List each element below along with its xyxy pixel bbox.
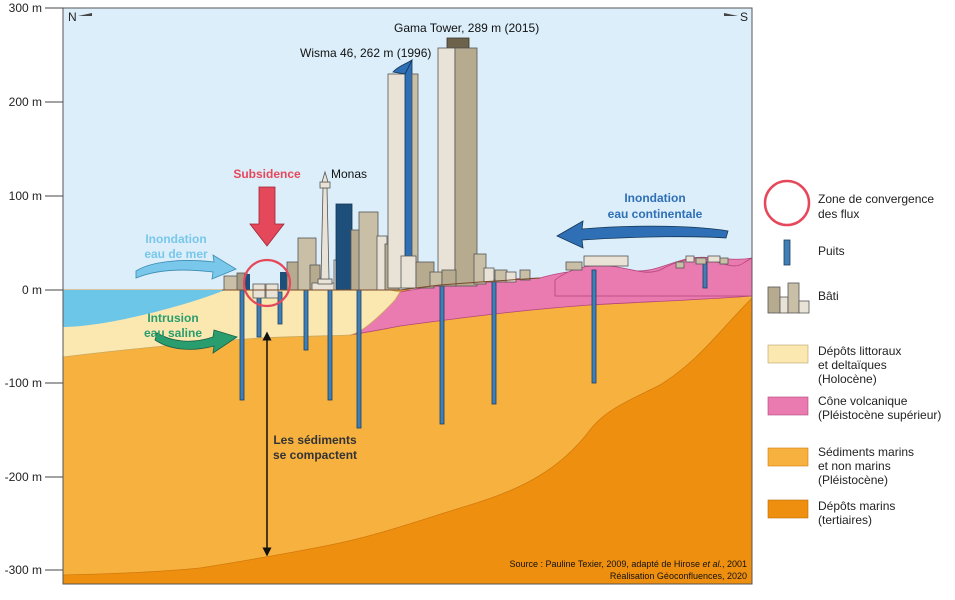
- continental-flood-label-line2: eau continentale: [608, 207, 703, 221]
- building: [244, 274, 250, 290]
- cross-section: N S Gama Tower, 289 m (2015) Wisma 46, 2…: [63, 8, 752, 584]
- well: [239, 289, 245, 401]
- building: [675, 261, 685, 269]
- legend-pleistocene-swatch: [767, 447, 809, 467]
- building: [358, 211, 379, 291]
- subsidence-arrow: [249, 186, 285, 247]
- saline-intrusion-arrow: [154, 329, 238, 354]
- legend-well-swatch: [783, 239, 791, 266]
- tick-label: -300 m: [5, 563, 42, 577]
- legend-pleistocene-line2: et non marins: [818, 459, 891, 473]
- source-note: Source : Pauline Texier, 2009, adapté de…: [509, 559, 747, 569]
- building: [483, 267, 495, 283]
- legend-convergence-line1: Zone de convergence: [818, 192, 934, 206]
- building: [719, 257, 729, 265]
- buildings: [223, 37, 729, 299]
- wisma-46-label: Wisma 46, 262 m (1996): [300, 46, 431, 60]
- well: [439, 283, 445, 425]
- legend-littoral-line3: (Holocène): [818, 372, 877, 386]
- legend-well-label: Puits: [818, 244, 845, 258]
- building: [280, 272, 287, 290]
- building: [400, 255, 417, 289]
- building: [583, 255, 629, 267]
- well: [327, 289, 333, 401]
- building: [685, 255, 695, 263]
- monas-monument: [311, 170, 339, 291]
- well: [303, 289, 309, 351]
- legend-volcanic-line2: (Pléistocène supérieur): [818, 408, 941, 422]
- monas-label: Monas: [331, 167, 367, 181]
- legend-littoral-swatch: [767, 344, 809, 364]
- tick-label: 0 m: [22, 283, 42, 297]
- legend-pleistocene-line3: (Pléistocène): [818, 473, 888, 487]
- building: [441, 269, 457, 287]
- south-arrow-icon: [724, 13, 738, 19]
- ground-line: [222, 277, 541, 291]
- subsidence-label: Subsidence: [233, 167, 301, 181]
- frame: [62, 7, 753, 585]
- continental-flood-label-line1: Inondation: [624, 191, 685, 205]
- layer-pleistocene: [63, 289, 752, 576]
- well: [491, 279, 497, 405]
- saline-intrusion-label-line2: eau saline: [144, 326, 202, 340]
- legend-tertiary-swatch: [767, 499, 809, 519]
- legend: Zone de convergence des flux Puits Bâti …: [763, 179, 941, 527]
- sea-flood-arrow: [135, 254, 237, 280]
- building: [707, 255, 721, 263]
- well: [702, 261, 708, 289]
- well: [256, 294, 262, 338]
- north-label: N: [68, 10, 77, 24]
- legend-volcanic-swatch: [767, 396, 809, 416]
- sea-flood-label-line1: Inondation: [145, 232, 206, 246]
- building: [335, 203, 353, 291]
- building: [429, 271, 443, 287]
- sea-flood-label-line2: eau de mer: [144, 247, 208, 261]
- building: [252, 283, 266, 299]
- sea: [63, 290, 225, 327]
- building: [519, 269, 531, 281]
- convergence-zone-circle: [242, 258, 292, 308]
- tick-label: 100 m: [9, 189, 42, 203]
- building: [505, 271, 517, 283]
- well: [591, 269, 597, 384]
- saline-intrusion-label-line1: Intrusion: [147, 311, 198, 325]
- compaction-label-line2: se compactent: [273, 448, 357, 462]
- gama-tower-label: Gama Tower, 289 m (2015): [394, 21, 539, 35]
- tick-label: 300 m: [9, 1, 42, 15]
- credit-note: Réalisation Géoconfluences, 2020: [610, 571, 747, 581]
- building: [565, 261, 583, 271]
- wisma-46-tower: [387, 58, 419, 289]
- legend-tertiary-line1: Dépôts marins: [818, 499, 895, 513]
- legend-built-swatch: [767, 282, 810, 314]
- legend-convergence-swatch: [763, 179, 811, 227]
- continental-flood-arrow: [556, 220, 729, 249]
- y-axis: 300 m 200 m 100 m 0 m -100 m -200 m -300…: [5, 1, 63, 577]
- building: [695, 257, 707, 265]
- well: [356, 287, 362, 429]
- gama-tower: [437, 37, 478, 287]
- legend-built-label: Bâti: [818, 289, 839, 303]
- tick-label: -200 m: [5, 470, 42, 484]
- legend-volcanic-line1: Cône volcanique: [818, 394, 908, 408]
- legend-pleistocene-line1: Sédiments marins: [818, 445, 914, 459]
- north-arrow-icon: [78, 13, 92, 19]
- tick-label: 200 m: [9, 95, 42, 109]
- tick-label: -100 m: [5, 376, 42, 390]
- building: [223, 275, 239, 291]
- well: [277, 291, 283, 325]
- legend-littoral-line2: et deltaïques: [818, 358, 887, 372]
- legend-littoral-line1: Dépôts littoraux: [818, 344, 901, 358]
- legend-tertiary-line2: (tertiaires): [818, 513, 872, 527]
- building: [265, 283, 279, 299]
- south-label: S: [740, 10, 748, 24]
- compaction-label-line1: Les sédiments: [273, 433, 357, 447]
- legend-convergence-line2: des flux: [818, 207, 859, 221]
